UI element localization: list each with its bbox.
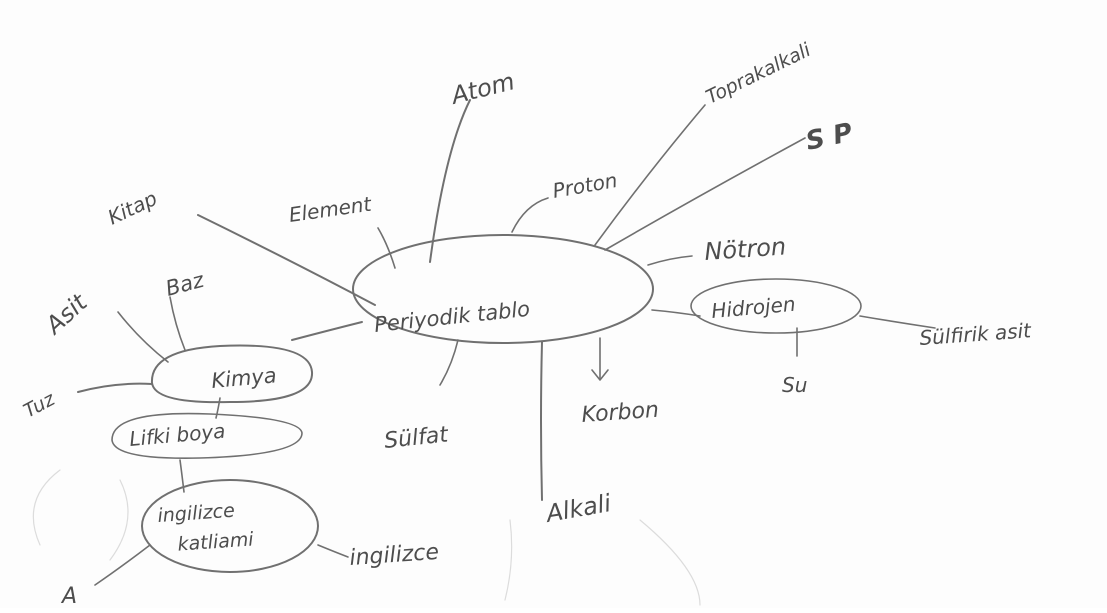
node-sulfirik-asit: Sülfirik asit	[919, 318, 1033, 350]
edge-baz	[169, 296, 186, 351]
node-notron: Nötron	[703, 232, 787, 266]
node-atom: Atom	[447, 67, 518, 110]
edge-tuz	[77, 382, 153, 393]
edge-sulfat	[439, 339, 459, 386]
edge-toprak-alkali	[594, 104, 706, 246]
faint-mark	[109, 479, 129, 561]
ingilizce-katliami-bubble	[141, 479, 319, 573]
node-ingilizce: ingilizce	[349, 540, 440, 571]
ingilizce-katliami-line: ingilizce	[157, 500, 236, 527]
hidrojen-bubble	[690, 278, 862, 334]
edge-ingilizce	[317, 544, 349, 558]
node-kimya: Kimya	[210, 363, 277, 393]
ingilizce-katliami-line: katliami	[177, 528, 255, 555]
node-sulfat: Sülfat	[383, 422, 451, 454]
node-korbon: Korbon	[581, 398, 660, 428]
edge-ingilizce-katliami	[179, 459, 185, 493]
edge-asit	[117, 311, 169, 363]
node-element: Element	[287, 191, 373, 226]
edge-kitap	[197, 214, 376, 306]
arrow-head-korbon	[591, 369, 609, 381]
edge-notron	[647, 255, 693, 266]
center-node-label: Periyodik tablo	[373, 297, 531, 337]
node-tuz: Tuz	[20, 388, 59, 423]
edge-lifli-boya	[215, 397, 221, 419]
edge-alkali	[540, 341, 543, 501]
faint-mark	[639, 519, 701, 606]
node-asit: Asit	[39, 287, 94, 340]
edge-a	[94, 544, 151, 586]
node-a: A	[60, 584, 77, 608]
node-lifli-boya: Lifki boya	[128, 419, 226, 451]
node-proton: Proton	[551, 168, 619, 203]
center-node-bubble	[352, 234, 654, 344]
edge-element	[377, 227, 396, 269]
node-toprak-alkali: Toprakalkali	[703, 39, 815, 109]
edge-kimya	[291, 321, 363, 341]
node-su: Su	[782, 373, 807, 397]
node-ingilizce-katliami: ingilizce katliami	[157, 498, 255, 556]
node-sp: S P	[803, 118, 855, 157]
edge-proton	[511, 197, 549, 233]
lifli-boya-bubble	[111, 412, 303, 459]
faint-mark	[32, 469, 61, 546]
node-kitap: Kitap	[104, 186, 161, 230]
edge-sulfirik-asit	[859, 315, 936, 329]
node-alkali: Alkali	[542, 489, 613, 528]
edge-atom	[429, 99, 471, 263]
kimya-bubble	[150, 344, 314, 404]
faint-mark	[504, 519, 513, 601]
node-hidrojen: Hidrojen	[710, 292, 796, 323]
node-baz: Baz	[163, 267, 207, 300]
edge-sp	[604, 137, 806, 251]
